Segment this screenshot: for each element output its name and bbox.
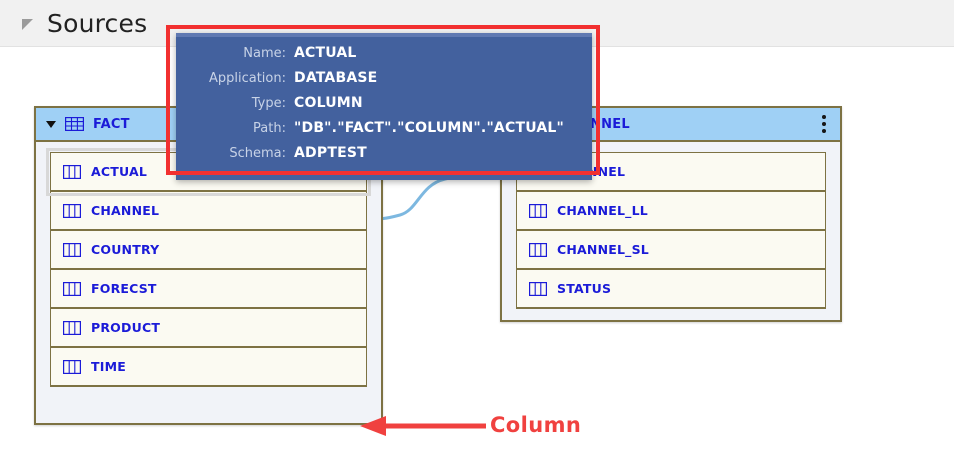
page-title: Sources (47, 8, 148, 38)
column-icon (63, 164, 81, 179)
annotation-arrow (360, 416, 486, 436)
column-row[interactable]: FORECST (50, 269, 367, 309)
column-row[interactable]: STATUS (516, 269, 826, 309)
tooltip-row: Schema: ADPTEST (176, 145, 592, 170)
column-icon (63, 359, 81, 374)
column-label: TIME (91, 359, 126, 374)
column-row[interactable]: TIME (50, 347, 367, 387)
column-info-tooltip: Name: ACTUAL Application: DATABASE Type: COLU… (176, 33, 592, 180)
column-label: CHANNEL_LL (557, 203, 648, 218)
tooltip-row: Name: ACTUAL (176, 45, 592, 70)
chevron-down-icon[interactable] (46, 120, 56, 128)
tooltip-label: Application: (208, 71, 286, 86)
column-row[interactable]: COUNTRY (50, 230, 367, 270)
column-label: PRODUCT (91, 320, 161, 335)
column-row[interactable]: PRODUCT (50, 308, 367, 348)
column-label: STATUS (557, 281, 612, 296)
collapse-triangle-icon[interactable] (22, 18, 33, 30)
column-icon (63, 320, 81, 335)
column-label: COUNTRY (91, 242, 160, 257)
tooltip-label: Name: (243, 46, 286, 61)
tooltip-row: Type: COLUMN (176, 95, 592, 120)
column-label: CHANNEL_SL (557, 242, 649, 257)
tooltip-label: Schema: (229, 146, 286, 161)
column-row[interactable]: CHANNEL_SL (516, 230, 826, 270)
table-grid-icon (65, 117, 84, 131)
column-icon (529, 203, 547, 218)
annotation-label-column: Column (490, 413, 582, 437)
column-row[interactable]: CHANNEL_LL (516, 191, 826, 231)
column-row[interactable]: CHANNEL (50, 191, 367, 231)
column-icon (529, 242, 547, 257)
tooltip-value: "DB"."FACT"."COLUMN"."ACTUAL" (294, 120, 564, 136)
tooltip-row: Application: DATABASE (176, 70, 592, 95)
tooltip-value: ADPTEST (294, 145, 367, 161)
kebab-menu-icon[interactable] (822, 115, 826, 133)
entity-body-fact: ACTUAL CHANNEL COUNTRY FORECST PRODUCT TIME (36, 142, 381, 399)
tooltip-value: COLUMN (294, 95, 363, 111)
column-icon (529, 281, 547, 296)
column-label: ACTUAL (91, 164, 147, 179)
tooltip-label: Type: (251, 96, 286, 111)
column-label: FORECST (91, 281, 157, 296)
tooltip-value: DATABASE (294, 70, 378, 86)
column-label: CHANNEL (91, 203, 160, 218)
column-icon (63, 203, 81, 218)
tooltip-row: Path: "DB"."FACT"."COLUMN"."ACTUAL" (176, 120, 592, 145)
column-icon (63, 281, 81, 296)
entity-name-label: FACT (93, 116, 130, 132)
column-icon (63, 242, 81, 257)
tooltip-value: ACTUAL (294, 45, 357, 61)
diagram-canvas[interactable]: FACT ACTUAL CHANNEL COUNTRY FORECST PRODUCT T… (0, 47, 954, 464)
tooltip-label: Path: (253, 121, 286, 136)
